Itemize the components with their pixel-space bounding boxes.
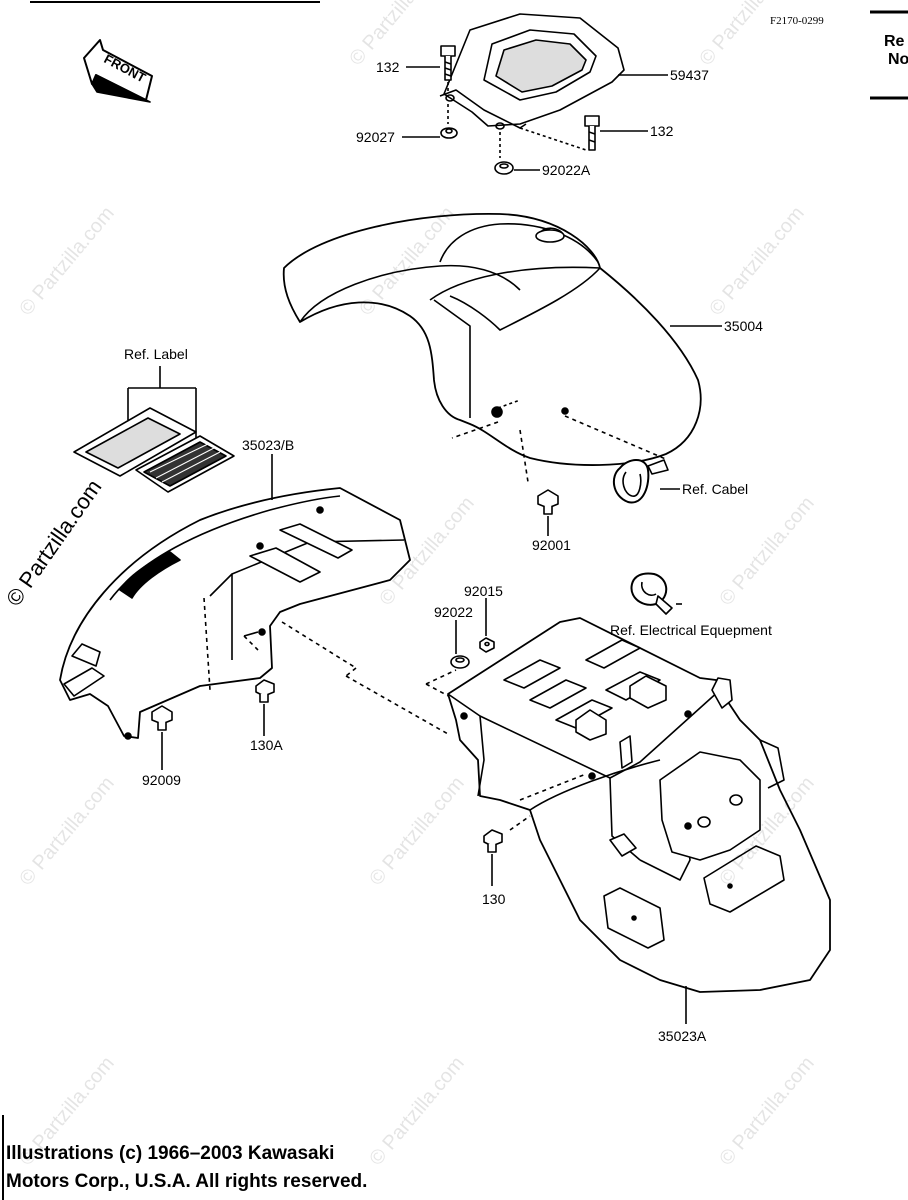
cable-clamp-icon: [612, 459, 669, 504]
bolt-132-right-icon: [584, 115, 600, 151]
ref-cabel-text: Ref. Cabel: [682, 481, 749, 497]
washer-92027-icon: [440, 127, 458, 139]
front-arrow-icon: FRONT: [83, 39, 153, 103]
bolt-130-icon: [483, 829, 503, 853]
corner-text-2: No: [888, 51, 908, 68]
rear-fender-35023B-shape: [59, 487, 411, 740]
part-label-92022: 92022: [434, 604, 473, 620]
copyright-footer: Illustrations (c) 1966–2003 Kawasaki Mot…: [6, 1140, 367, 1196]
part-label-35004: 35004: [724, 318, 763, 334]
cover-59437-shape: [439, 13, 625, 158]
part-label-92009: 92009: [142, 772, 181, 788]
part-label-92001: 92001: [532, 537, 571, 553]
diagram-code: F2170-0299: [770, 15, 824, 27]
part-label-132-right: 132: [650, 123, 674, 139]
part-label-130: 130: [482, 891, 506, 907]
bolt-132-top-icon: [440, 45, 456, 81]
rear-tray-35023A-shape: [447, 617, 831, 993]
part-label-92022A: 92022A: [542, 162, 591, 178]
washer-92022A-icon: [494, 161, 514, 175]
part-label-92015: 92015: [464, 583, 503, 599]
part-label-132-top: 132: [376, 59, 400, 75]
part-label-35023B: 35023/B: [242, 437, 295, 453]
bolt-92009-icon: [151, 705, 173, 731]
bolt-130A-icon: [255, 679, 275, 703]
nut-92015-icon: [479, 637, 495, 653]
bolt-92001-icon: [537, 489, 559, 515]
ref-label-text: Ref. Label: [124, 346, 188, 362]
ref-electrical-text: Ref. Electrical Equepment: [610, 622, 772, 638]
part-label-92027: 92027: [356, 129, 395, 145]
part-label-130A: 130A: [250, 737, 283, 753]
copyright-line-1: Illustrations (c) 1966–2003 Kawasaki: [6, 1143, 335, 1164]
part-label-59437: 59437: [670, 67, 709, 83]
ref-label-sheets-shape: [73, 407, 235, 493]
copyright-line-2: Motors Corp., U.S.A. All rights reserved…: [6, 1171, 368, 1192]
washer-92022-icon: [450, 655, 470, 669]
part-label-35023A: 35023A: [658, 1028, 707, 1044]
electrical-clip-icon: [630, 572, 673, 615]
corner-text-1: Re: [884, 33, 905, 50]
front-fender-35004-shape: [282, 212, 702, 483]
